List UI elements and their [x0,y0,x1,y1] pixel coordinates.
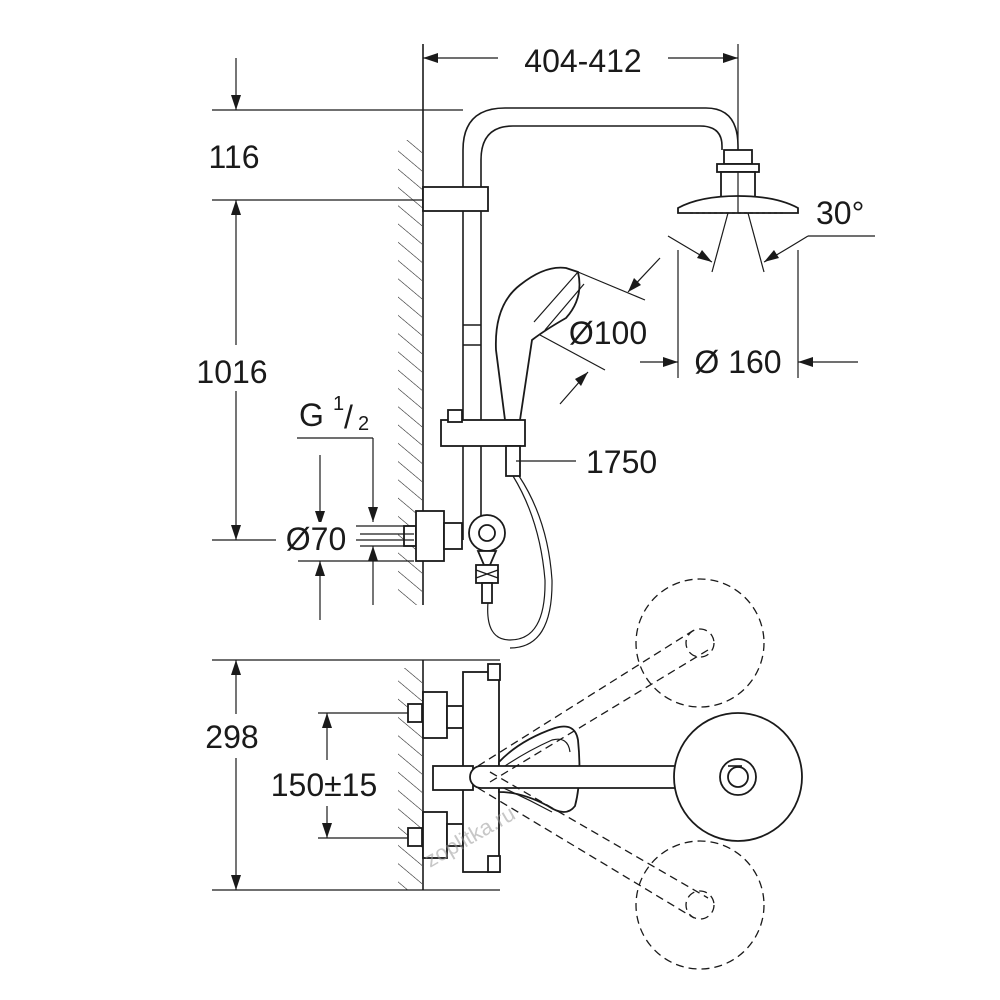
label-mixer-height: 298 [205,719,258,755]
dim-centres: 150±15 [271,712,408,839]
label-thread-slash: / [344,399,353,435]
label-hand-shower: Ø100 [569,315,647,351]
label-rail-length: 1016 [196,354,267,390]
slider-bracket-tab [447,409,463,423]
mixer-side [403,510,506,604]
dim-head-offset: 116 [208,58,463,540]
slider-bracket [440,419,526,447]
hose [487,475,546,641]
dim-mixer-height: 298 [190,659,500,891]
dim-thread: G 1 / 2 [297,393,378,522]
label-flange: Ø70 [286,521,346,557]
label-head-offset: 116 [208,139,259,175]
arm-swivel-lower [477,771,765,970]
hand-shower [495,266,585,421]
label-hose: 1750 [586,444,657,480]
dim-hand-shower: Ø100 [539,257,661,405]
label-thread-den: 2 [358,413,369,435]
shower-arm-outer [462,107,739,540]
label-centres: 150±15 [271,767,378,803]
dim-hose: 1750 [516,444,657,480]
upper-bracket [422,186,489,212]
side-elevation: 404-412 116 1016 G 1 / 2 [186,43,875,649]
label-arm-reach: 404-412 [524,43,641,79]
label-spray-angle: 30° [816,195,864,231]
head-shower [677,149,799,214]
dim-spray-angle: 30° [667,195,875,273]
shower-arm-inner [480,125,723,540]
plan-view: 298 150±15 zoplitka.ru [190,578,803,970]
label-thread-num: 1 [333,393,344,415]
wall-hatch-lower [398,668,422,890]
dim-flange: Ø70 [276,455,414,620]
dim-head-shower: Ø 160 [640,250,858,380]
dim-rail-length: 1016 [186,345,414,541]
dim-arm-reach: 404-412 [423,43,739,140]
hose-2 [509,475,553,649]
label-thread-g: G [299,397,324,433]
label-head-shower: Ø 160 [694,344,781,380]
arm-swivel-upper [477,578,765,783]
